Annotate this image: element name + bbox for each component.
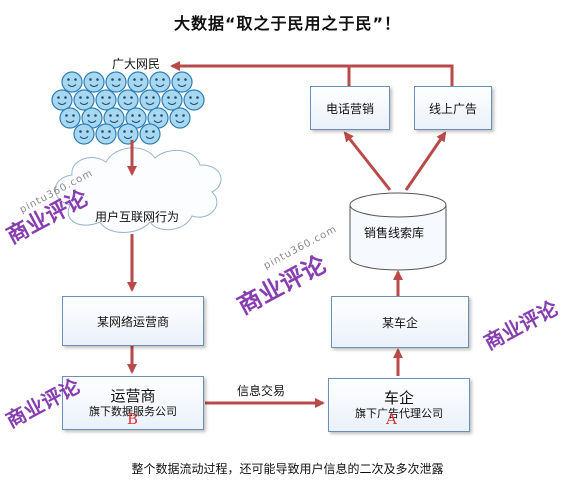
- database-cylinder-shape: [349, 192, 447, 271]
- node-operator: 运营商 旗下数据服务公司: [62, 376, 204, 430]
- smiley-face-icon: [95, 89, 117, 111]
- arrow-database-to-online-ads: [404, 131, 447, 191]
- node-operator-sub: 旗下数据服务公司: [89, 405, 177, 419]
- smiley-face-icon: [117, 89, 139, 111]
- netizen-crowd-icon: [51, 71, 205, 145]
- node-automaker: 某车企: [331, 296, 469, 348]
- edge-label-exchange: 信息交易: [237, 384, 286, 398]
- car-tag: A: [386, 410, 397, 428]
- operator-tag: B: [127, 410, 139, 428]
- smiley-face-icon: [59, 107, 81, 129]
- smiley-face-icon: [127, 71, 149, 93]
- node-netizens: 广大网民: [112, 57, 161, 71]
- smiley-face-icon: [73, 89, 95, 111]
- smiley-face-icon: [125, 107, 147, 129]
- node-operator-title: 运营商: [110, 387, 156, 406]
- arrow-feedback-to-netizens: [347, 64, 454, 86]
- smiley-face-icon: [61, 71, 83, 93]
- smiley-face-icon: [139, 123, 161, 145]
- node-online-ads-label: 线上广告: [428, 101, 477, 116]
- smiley-face-icon: [169, 107, 191, 129]
- smiley-face-icon: [73, 123, 95, 145]
- smiley-face-icon: [95, 123, 117, 145]
- node-behavior: 用户互联网行为: [95, 210, 180, 224]
- diagram-caption: 整个数据流动过程，还可能导致用户信息的二次及多次泄露: [131, 462, 444, 476]
- smiley-face-icon: [183, 89, 205, 111]
- node-car-sub: 旗下广告代理公司: [355, 407, 443, 421]
- node-phone-sales-label: 电话营销: [325, 101, 374, 116]
- node-database: 销售线索库: [364, 226, 425, 240]
- smiley-face-icon: [161, 89, 183, 111]
- node-car: 车企 旗下广告代理公司: [328, 378, 470, 432]
- smiley-face-icon: [139, 89, 161, 111]
- diagram-title: 大数据“取之于民用之于民”！: [173, 14, 402, 33]
- arrow-database-to-phone-sales: [343, 131, 392, 191]
- node-telecom: 某网络运营商: [62, 296, 204, 346]
- smiley-face-icon: [117, 123, 139, 145]
- node-telecom-label: 某网络运营商: [96, 314, 169, 329]
- smiley-face-icon: [171, 71, 193, 93]
- smiley-face-icon: [149, 71, 171, 93]
- node-car-title: 车企: [383, 389, 414, 408]
- node-online-ads: 线上广告: [414, 86, 492, 130]
- node-phone-sales: 电话营销: [310, 86, 390, 130]
- smiley-face-icon: [105, 71, 127, 93]
- smiley-face-icon: [51, 89, 73, 111]
- node-automaker-label: 某车企: [381, 315, 418, 330]
- internet-cloud-shape: [54, 147, 222, 233]
- smiley-face-icon: [83, 71, 105, 93]
